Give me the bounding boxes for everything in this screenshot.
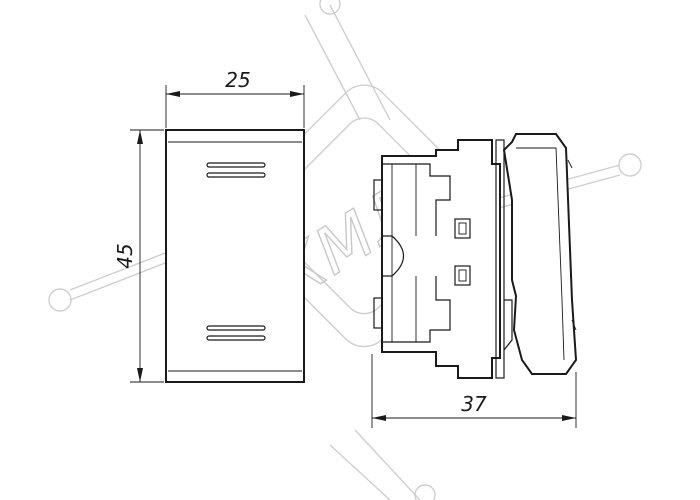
housing-detail <box>382 235 392 277</box>
indicator-slot-bottom <box>206 335 266 341</box>
terminal-square-inner <box>458 222 467 235</box>
indicator-slot-top <box>206 172 266 178</box>
front-view <box>165 129 305 383</box>
dimension-label-depth: 37 <box>461 392 487 416</box>
terminal-square <box>454 218 471 239</box>
housing-detail <box>382 276 451 343</box>
side-view <box>373 133 578 379</box>
housing-detail <box>382 163 451 236</box>
lever-detail <box>567 159 573 169</box>
switch-lever <box>502 133 578 375</box>
terminal-square-inner <box>458 269 467 282</box>
arrowhead <box>562 415 576 421</box>
dimension-label-height: 45 <box>113 243 137 268</box>
mounting-plate <box>495 139 505 379</box>
dimension-height: 45 <box>113 129 164 383</box>
arrowhead <box>137 368 143 382</box>
terminal-square <box>454 265 471 286</box>
dimension-width: 25 <box>165 68 305 128</box>
side-housing <box>381 139 501 379</box>
arrowhead <box>166 91 180 97</box>
housing-cutout <box>391 235 405 277</box>
watermark-line <box>329 4 391 121</box>
arrowhead <box>290 91 304 97</box>
indicator-slot-bottom <box>206 325 266 331</box>
lever-detail <box>571 319 577 331</box>
side-tab <box>373 297 383 329</box>
watermark-line <box>354 429 421 500</box>
arrowhead <box>137 130 143 144</box>
watermark-line <box>304 14 361 121</box>
watermark-node <box>48 288 72 312</box>
dimension-depth: 37 <box>371 354 577 428</box>
lever-pivot <box>503 299 513 351</box>
arrowhead <box>372 415 386 421</box>
watermark-node <box>414 484 436 500</box>
indicator-slot-top <box>206 162 266 168</box>
watermark-node <box>618 153 642 177</box>
dimension-label-width: 25 <box>225 68 250 92</box>
watermark-node <box>319 0 341 15</box>
front-body <box>165 129 305 383</box>
watermark-line <box>329 444 391 500</box>
side-tab <box>373 179 383 211</box>
lever-edge <box>516 147 565 361</box>
